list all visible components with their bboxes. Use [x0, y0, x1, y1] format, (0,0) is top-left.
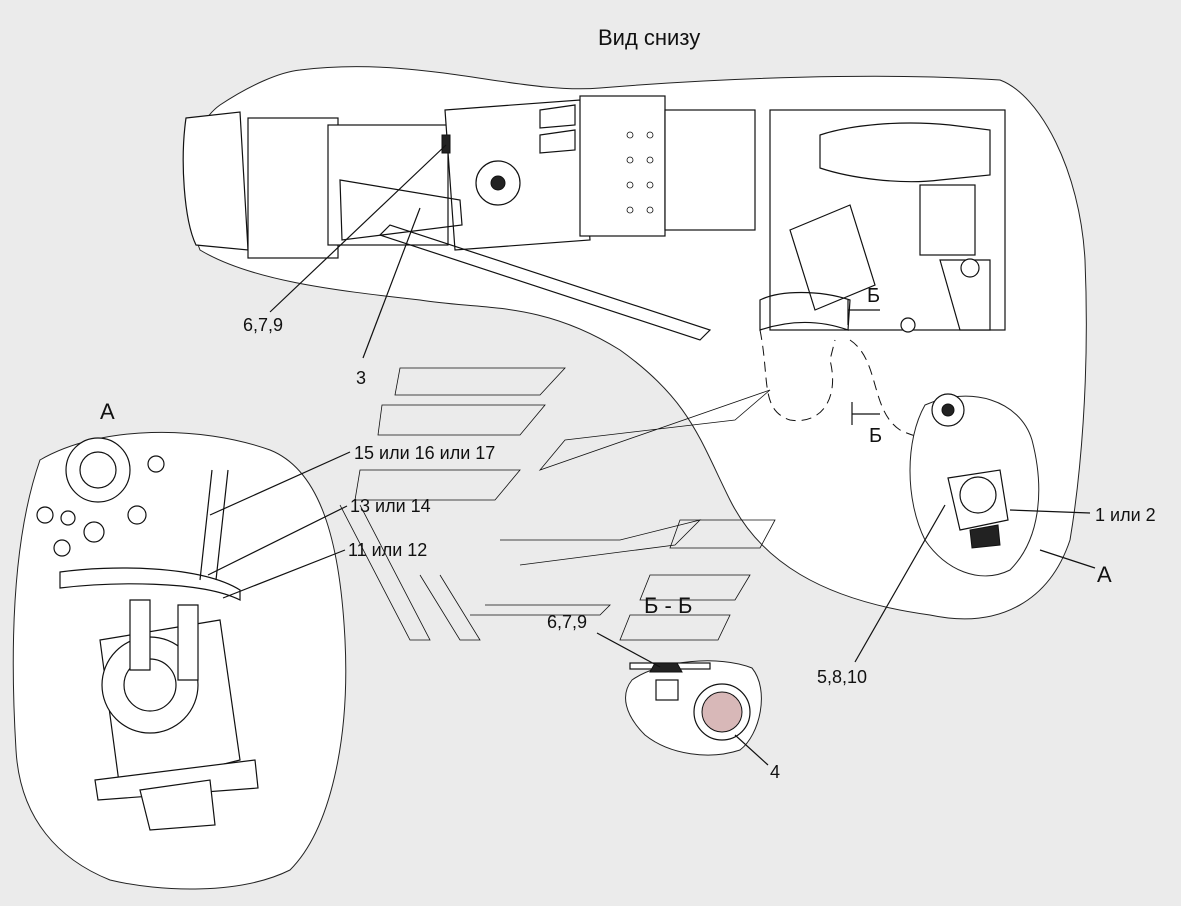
section-arrow-bottom-label: Б	[869, 425, 882, 447]
diagonal-rail	[378, 224, 712, 341]
small-filter-base	[969, 524, 1001, 549]
small-hub-center	[941, 403, 955, 417]
gear-hub-center	[490, 175, 506, 191]
clamp-mid	[539, 129, 576, 154]
leader-15-17	[209, 451, 351, 516]
intake-pipe	[819, 122, 991, 183]
callout-679-section: 6,7,9	[547, 612, 587, 632]
bracket-foot	[139, 779, 216, 831]
callout-1-2: 1 или 2	[1095, 505, 1156, 525]
connector-left	[129, 599, 151, 671]
hatched-arrows	[339, 367, 776, 641]
leader-679-section	[596, 632, 661, 668]
leader-4	[734, 734, 769, 766]
section-arrow-top-label: Б	[867, 285, 880, 307]
section-hose	[701, 691, 743, 733]
tank-part	[182, 111, 249, 251]
filter-housing	[919, 184, 976, 256]
exhaust-elbow	[759, 291, 851, 331]
mount-bolt	[960, 258, 980, 278]
frame-box	[247, 117, 339, 259]
connector-right	[177, 604, 199, 681]
callout-11-12: 11 или 12	[348, 540, 427, 560]
section-bb	[625, 660, 762, 756]
callout-679-top: 6,7,9	[243, 315, 283, 335]
callout-4: 4	[770, 762, 780, 782]
large-bolt-holes	[36, 455, 165, 557]
leader-3	[362, 207, 421, 359]
leader-13-14	[207, 505, 348, 576]
fuel-line-rod-2	[215, 469, 229, 581]
section-title: Б - Б	[644, 593, 692, 618]
fastener-679	[441, 134, 451, 154]
callout-5810: 5,8,10	[817, 667, 867, 687]
perforated-panel	[579, 95, 666, 237]
frame-plate	[327, 124, 449, 246]
large-pipe	[59, 567, 241, 601]
leader-5810	[854, 504, 946, 663]
leader-679-top	[269, 144, 447, 313]
fuel-line-rod	[199, 469, 213, 581]
callout-15-17: 15 или 16 или 17	[354, 443, 495, 463]
clamp-top	[539, 104, 576, 129]
mount-bolt-2	[900, 317, 916, 333]
detail-a-right-label: А	[1097, 562, 1112, 587]
bracket-plate	[339, 179, 463, 241]
detail-a-left-label: А	[100, 399, 115, 424]
dashed-pipe-route	[759, 329, 836, 422]
leader-a-right	[1039, 549, 1096, 569]
oil-filter	[789, 204, 876, 311]
leader-1-2	[1009, 509, 1091, 514]
view-title: Вид снизу	[598, 25, 700, 50]
leader-lines	[207, 144, 1096, 766]
panel-holes	[626, 131, 654, 214]
mounting-flange	[94, 759, 259, 801]
detail-a-large	[12, 431, 347, 890]
leader-11-12	[222, 549, 346, 599]
callout-13-14: 13 или 14	[350, 496, 431, 516]
callout-3: 3	[356, 368, 366, 388]
section-nut	[655, 679, 679, 701]
detail-a-small	[909, 393, 1040, 577]
large-hub-inner	[79, 451, 117, 489]
main-view	[182, 66, 1087, 620]
muffler-box	[664, 109, 756, 231]
small-filter-cap	[959, 476, 997, 514]
